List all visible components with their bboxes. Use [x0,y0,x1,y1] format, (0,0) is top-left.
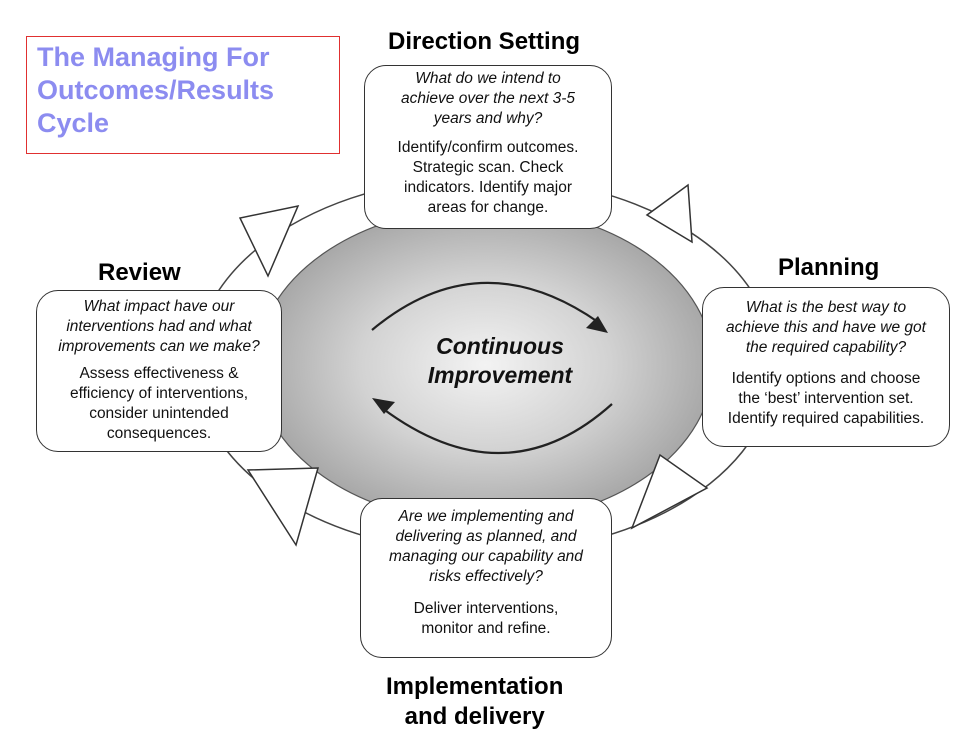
direction-action-4: areas for change. [427,199,549,216]
implementation-action-1: Deliver interventions, [413,600,559,617]
implementation-box: Are we implementing and delivering as pl… [360,498,612,658]
title-line-1: The Managing For [37,42,270,72]
title-line-3: Cycle [37,108,110,138]
circular-arrow-icon [371,281,599,331]
planning-question-3: the required capability? [745,339,907,356]
diagram-title: The Managing For Outcomes/Results Cycle [26,36,340,154]
arrowhead-icon [586,316,608,333]
implementation-action-2: monitor and refine. [421,620,551,637]
implementation-question-3: managing our capability and [389,548,583,565]
review-action-3: consider unintended [89,405,229,422]
direction-action-1: Identify/confirm outcomes. [397,139,579,156]
label-implementation-line-1: Implementation [386,673,564,700]
planning-action-3: Identify required capabilities. [727,410,925,427]
implementation-question-4: risks effectively? [429,568,543,585]
cycle-arrow-icon [246,467,320,547]
direction-question-1: What do we intend to [415,70,561,87]
cycle-arrow-icon [630,453,709,530]
review-question-2: interventions had and what [66,318,252,335]
title-line-2: Outcomes/Results [37,75,275,105]
review-action-2: efficiency of interventions, [69,385,249,402]
circular-arrow-icon [381,403,613,455]
center-label: Continuous Improvement [390,332,610,390]
review-question-1: What impact have our [83,298,235,315]
review-box: What impact have our interventions had a… [36,290,282,452]
center-label-line-1: Continuous [436,333,564,359]
implementation-question-2: delivering as planned, and [395,528,577,545]
review-action-1: Assess effectiveness & [79,365,239,382]
direction-question-2: achieve over the next 3-5 [400,90,576,107]
arrowhead-icon [372,398,395,414]
label-planning: Planning [778,254,880,281]
cycle-arrow-icon [645,183,693,244]
implementation-question-1: Are we implementing and [398,508,574,525]
center-label-line-2: Improvement [427,362,573,388]
planning-action-2: the ‘best’ intervention set. [738,390,914,407]
direction-action-3: indicators. Identify major [404,179,572,196]
cycle-arrow-icon [238,204,300,278]
label-implementation: Implementation and delivery [386,672,563,732]
review-question-3: improvements can we make? [58,338,260,355]
planning-question-1: What is the best way to [745,299,907,316]
direction-action-2: Strategic scan. Check [412,159,564,176]
planning-question-2: achieve this and have we got [726,319,926,336]
planning-box: What is the best way to achieve this and… [702,287,950,447]
label-implementation-line-2: and delivery [404,703,545,730]
review-action-4: consequences. [106,425,212,442]
label-review: Review [98,259,181,286]
label-direction-setting: Direction Setting [388,28,581,55]
direction-question-3: years and why? [433,110,543,127]
planning-action-1: Identify options and choose [731,370,921,387]
direction-setting-box: What do we intend to achieve over the ne… [364,65,612,229]
